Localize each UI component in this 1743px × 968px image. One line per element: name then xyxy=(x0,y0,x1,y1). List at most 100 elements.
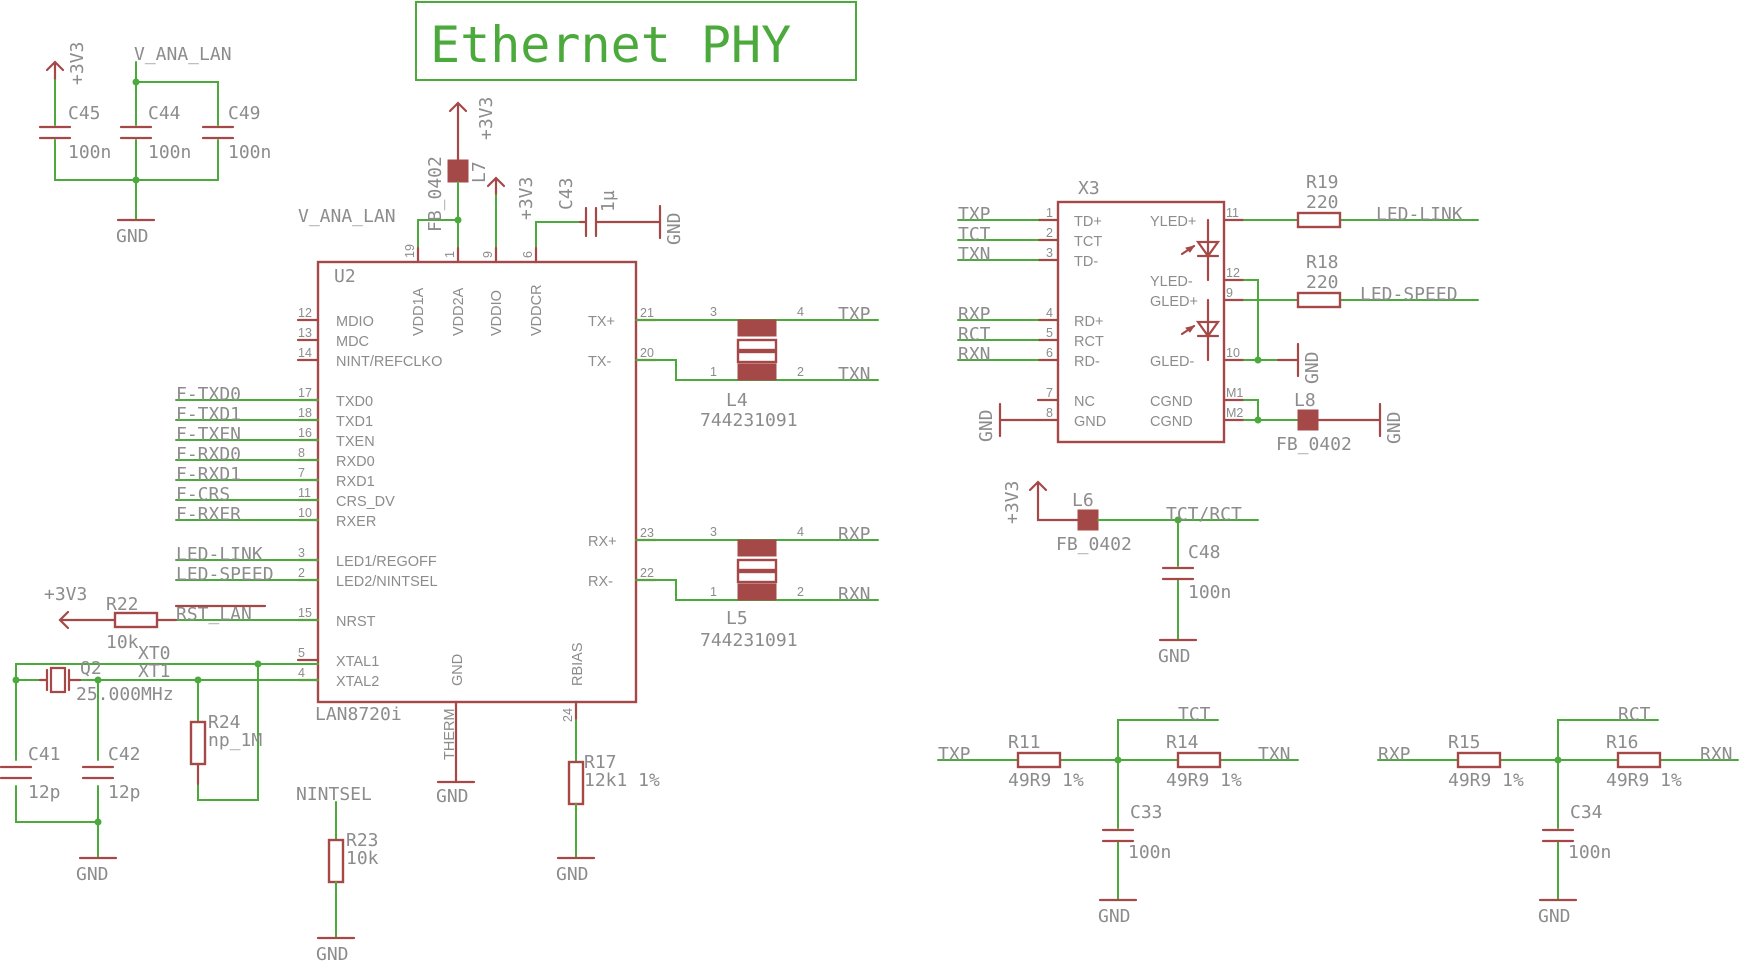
net-label-f-rxd0: F-RXD0 xyxy=(176,444,241,465)
capacitor-c34 xyxy=(1541,828,1575,843)
pin-number: 5 xyxy=(298,646,305,660)
net-label-rxn-term: RXN xyxy=(1700,744,1733,765)
pin-number: 12 xyxy=(1226,266,1240,280)
resistor-r11 xyxy=(1016,751,1062,769)
pin-number: 4 xyxy=(1046,306,1053,320)
ferrite-l7 xyxy=(447,159,469,183)
net-label-v-ana-lan-b: V_ANA_LAN xyxy=(298,206,396,227)
capacitor-c49 xyxy=(201,125,235,140)
net-label-f-txd0: F-TXD0 xyxy=(176,384,241,405)
svg-text:1: 1 xyxy=(710,365,717,379)
svg-text:3: 3 xyxy=(710,305,717,319)
tx-termination: TXP TXN TCT R11 49R9 1% R14 49R9 1% C33 … xyxy=(937,704,1299,927)
pin-name: GND xyxy=(1074,414,1106,430)
ref-c42: C42 xyxy=(108,744,141,765)
pin-number: 6 xyxy=(521,251,535,258)
net-label-led-speed-x3: LED-SPEED xyxy=(1360,284,1458,305)
ref-x3: X3 xyxy=(1078,178,1100,199)
pin-name: MDIO xyxy=(336,314,374,330)
ref-r14: R14 xyxy=(1166,732,1199,753)
ref-r22: R22 xyxy=(106,594,139,615)
net-label-nintsel: NINTSEL xyxy=(296,784,372,805)
net-label-txn-term: TXN xyxy=(1258,744,1291,765)
supply-arrow-icon xyxy=(448,101,468,122)
net-label-rxp-term: RXP xyxy=(1378,744,1411,765)
resistor-r18 xyxy=(1296,291,1342,309)
pin-name: YLED- xyxy=(1150,274,1193,290)
pin-name: CRS_DV xyxy=(336,494,395,510)
pin-name: RXER xyxy=(336,514,376,530)
net-label-gnd-u2: GND xyxy=(436,786,469,807)
pin-number: 4 xyxy=(298,666,305,680)
net-label-rct-term: RCT xyxy=(1618,704,1651,725)
pin-number: 8 xyxy=(298,446,305,460)
net-label-led-link-x3: LED-LINK xyxy=(1376,204,1463,225)
value-r23: 10k xyxy=(346,848,379,869)
pin-name: NINT/REFCLKO xyxy=(336,354,442,370)
net-label-txp-x3: TXP xyxy=(958,204,991,225)
pin-number: 18 xyxy=(298,406,312,420)
ref-r24: R24 xyxy=(208,712,241,733)
pin-number: 19 xyxy=(403,244,417,258)
connector-x3-body xyxy=(1056,200,1226,444)
pin-name: RX- xyxy=(588,574,613,590)
pin-name: CGND xyxy=(1150,394,1193,410)
net-label-3v3-vddio: +3V3 xyxy=(516,177,537,220)
pin-name: XTAL2 xyxy=(336,674,379,690)
crystal-q2 xyxy=(38,666,82,694)
net-label-txp-l4: TXP xyxy=(838,304,871,325)
net-label-txp-term: TXP xyxy=(938,744,971,765)
net-label-txn-x3: TXN xyxy=(958,244,991,265)
u2-bottom-nets: GND R17 12k1 1% GND NINTSEL R23 10k GND xyxy=(296,700,660,965)
value-c42: 12p xyxy=(108,782,141,803)
net-label-gnd-c33: GND xyxy=(1098,906,1131,927)
resistor-r19 xyxy=(1296,211,1342,229)
net-label-tct-term: TCT xyxy=(1178,704,1211,725)
pin-name: GLED- xyxy=(1150,354,1194,370)
net-label-3v3-r22: +3V3 xyxy=(44,584,87,605)
pin-number: 22 xyxy=(640,566,654,580)
ic-u2-body xyxy=(316,260,638,704)
pin-number: 8 xyxy=(1046,406,1053,420)
value-c45: 100n xyxy=(68,142,111,163)
pin-name: LED1/REGOFF xyxy=(336,554,437,570)
net-label-f-crs: F-CRS xyxy=(176,484,230,505)
pin-name: MDC xyxy=(336,334,369,350)
svg-text:3: 3 xyxy=(710,525,717,539)
net-label-gnd-x3-right: GND xyxy=(1302,351,1323,384)
svg-text:4: 4 xyxy=(797,525,804,539)
pin-name: LED2/NINTSEL xyxy=(336,574,438,590)
ref-l4: L4 xyxy=(726,390,748,411)
pin-name: TX+ xyxy=(588,314,615,330)
ref-c41: C41 xyxy=(28,744,61,765)
ref-c44: C44 xyxy=(148,103,181,124)
net-label-3v3-l6: +3V3 xyxy=(1002,481,1023,524)
pin-number: 12 xyxy=(298,306,312,320)
pin-number: 7 xyxy=(298,466,305,480)
ref-c33: C33 xyxy=(1130,802,1163,823)
value-r22: 10k xyxy=(106,632,139,653)
pin-name: RX+ xyxy=(588,534,617,550)
ref-l5: L5 xyxy=(726,608,748,629)
pin-name: TD- xyxy=(1074,254,1098,270)
pin-name: RCT xyxy=(1074,334,1104,350)
value-l7: FB_0402 xyxy=(425,156,446,232)
pin-number: 17 xyxy=(298,386,312,400)
value-r14: 49R9 1% xyxy=(1166,770,1242,791)
value-r19: 220 xyxy=(1306,192,1339,213)
ref-r23: R23 xyxy=(346,830,379,851)
pin-number: 20 xyxy=(640,346,654,360)
title-frame xyxy=(415,1,857,81)
value-c41: 12p xyxy=(28,782,61,803)
net-label-led-link-u2: LED-LINK xyxy=(176,544,263,565)
net-label-rst-lan: RST_LAN xyxy=(176,604,252,625)
pin-number: 10 xyxy=(298,506,312,520)
net-label-3v3-a: +3V3 xyxy=(67,42,88,85)
pin-name: RD- xyxy=(1074,354,1100,370)
net-label-tct-rct: TCT/RCT xyxy=(1166,504,1242,525)
pin-name: GND xyxy=(450,654,466,686)
